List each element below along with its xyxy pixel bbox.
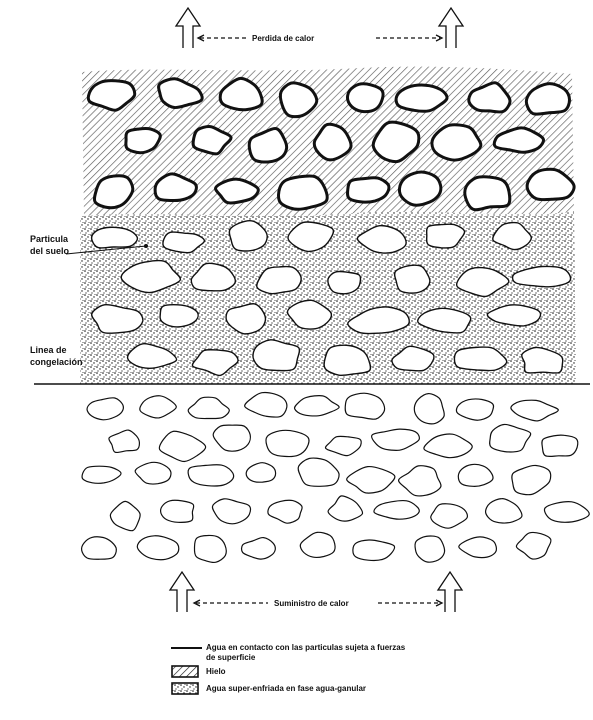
- soil-particle: [458, 464, 493, 486]
- soil-particle: [414, 394, 444, 424]
- particle-label-line2: del suelo: [30, 246, 69, 257]
- soil-particle: [278, 176, 327, 209]
- soil-particle: [516, 532, 551, 559]
- soil-particle: [137, 536, 178, 560]
- soil-particle: [82, 466, 121, 483]
- soil-particle: [246, 463, 275, 482]
- soil-particle: [280, 83, 316, 117]
- soil-particle: [253, 340, 299, 371]
- heat-loss-arrows: [176, 8, 463, 48]
- soil-particle: [399, 466, 441, 496]
- soil-particle: [459, 537, 497, 558]
- soil-particle: [212, 499, 250, 524]
- soil-particle: [82, 537, 117, 559]
- soil-particle: [268, 500, 302, 523]
- soil-particle: [161, 500, 194, 522]
- legend-swatches: [171, 648, 202, 694]
- soil-particle: [456, 399, 493, 420]
- legend-water-film-text: Agua en contacto con las particulas suje…: [206, 643, 416, 663]
- soil-particle: [160, 305, 198, 327]
- up-arrow-icon: [170, 572, 194, 612]
- soil-particle: [159, 431, 205, 461]
- particle-leader-dot: [144, 244, 148, 248]
- soil-particle: [432, 125, 481, 160]
- soil-particle: [431, 504, 468, 528]
- heat-loss-label: Perdida de calor: [252, 33, 314, 44]
- soil-particle: [194, 535, 226, 562]
- soil-particle: [135, 462, 171, 484]
- soil-particle: [542, 435, 578, 456]
- soil-particle: [92, 227, 138, 248]
- up-arrow-icon: [438, 572, 462, 612]
- soil-particle: [300, 532, 335, 557]
- heat-supply-label: Suministro de calor: [274, 598, 349, 609]
- soil-particle: [109, 430, 140, 452]
- soil-particle: [348, 178, 389, 203]
- up-arrow-icon: [176, 8, 200, 48]
- soil-particle: [415, 536, 445, 562]
- soil-particle: [372, 429, 420, 450]
- soil-particle: [328, 496, 362, 521]
- soil-particle: [345, 393, 384, 419]
- soil-particle: [242, 538, 276, 560]
- legend-supercooled-text: Agua super-enfriada en fase agua-ganular: [206, 684, 366, 694]
- up-arrow-icon: [439, 8, 463, 48]
- soil-particle: [512, 465, 551, 494]
- soil-particle: [266, 430, 309, 456]
- soil-particle: [110, 501, 140, 530]
- soil-particle: [216, 179, 259, 203]
- soil-particle: [544, 502, 589, 523]
- soil-particle: [353, 540, 395, 560]
- soil-particle: [486, 499, 522, 523]
- soil-particle: [328, 271, 361, 293]
- soil-particle: [140, 396, 177, 418]
- freeze-line-label-line2: congelación: [30, 357, 83, 368]
- soil-particle: [87, 398, 123, 420]
- soil-particle: [348, 84, 383, 112]
- soil-particle: [325, 436, 361, 455]
- legend-ice-swatch: [172, 666, 198, 677]
- soil-particle: [213, 425, 250, 451]
- soil-particle: [347, 467, 395, 494]
- freeze-line-label-line1: Linea de: [30, 345, 67, 356]
- soil-particle: [295, 396, 340, 416]
- particle-label-line1: Particula: [30, 234, 68, 245]
- soil-particle: [465, 177, 510, 210]
- soil-particle: [245, 392, 287, 417]
- soil-particle: [490, 424, 531, 452]
- legend-ice-text: Hielo: [206, 667, 226, 677]
- soil-particle: [395, 265, 430, 293]
- soil-particle: [298, 458, 339, 486]
- soil-particle: [511, 400, 558, 421]
- soil-particle: [188, 397, 229, 418]
- soil-particle: [374, 501, 419, 520]
- soil-particle: [188, 465, 234, 486]
- soil-particle: [424, 434, 472, 458]
- soil-particle: [400, 172, 441, 205]
- unfrozen-zone-particles: [82, 392, 590, 562]
- legend-supercooled-swatch: [172, 683, 198, 694]
